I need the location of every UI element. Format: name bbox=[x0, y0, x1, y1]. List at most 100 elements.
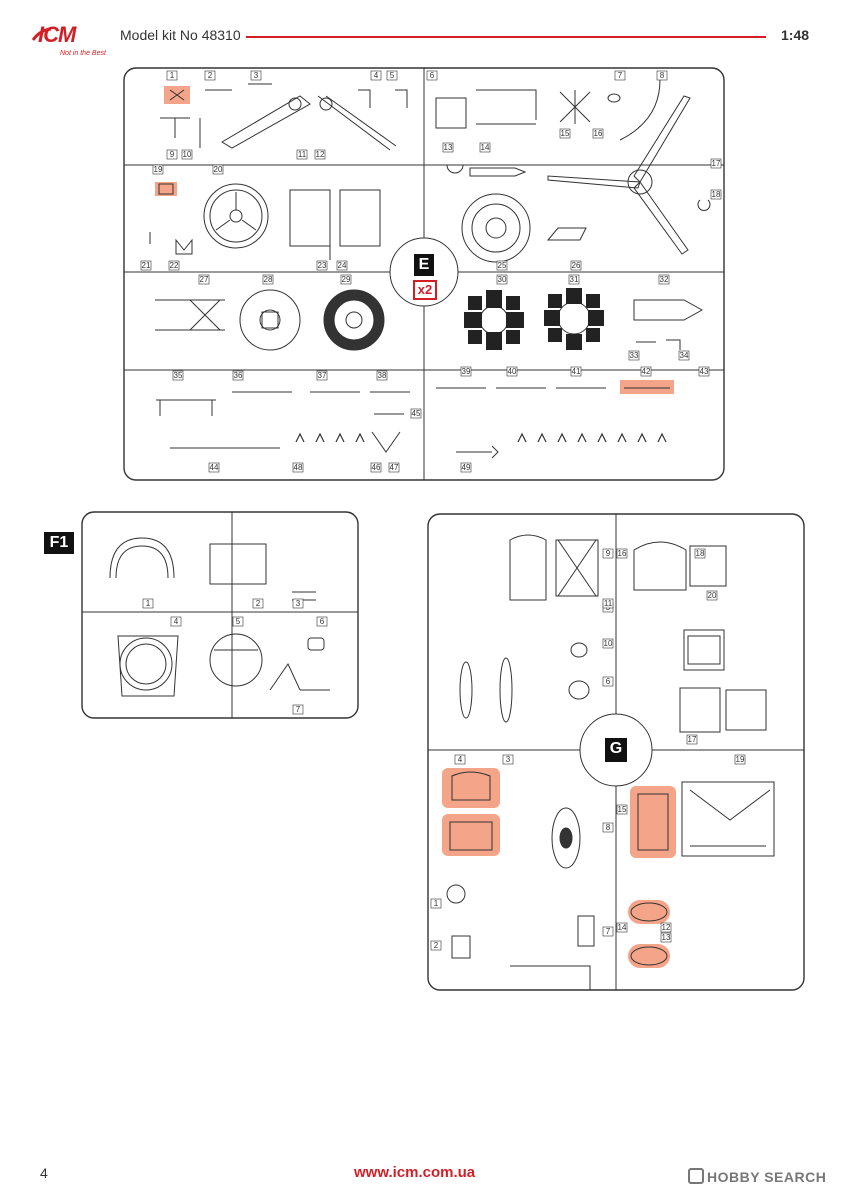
part-number-box bbox=[336, 260, 348, 271]
part-number-box bbox=[232, 370, 244, 381]
sprue-g-part-number: 2 bbox=[434, 941, 439, 950]
part-number-box bbox=[316, 616, 328, 627]
sprue-e-part-number: 37 bbox=[318, 371, 327, 380]
sprue-g-part-number: 19 bbox=[736, 755, 745, 764]
part-number-box bbox=[454, 754, 466, 765]
part-number-box bbox=[316, 260, 328, 271]
part-number-box bbox=[570, 260, 582, 271]
part-number-box bbox=[166, 149, 178, 160]
sprue-g-part-number: 18 bbox=[696, 549, 705, 558]
sprue-g-part-number: 9 bbox=[606, 549, 611, 558]
part-number-box bbox=[656, 70, 668, 81]
sprue-e-part-number: 23 bbox=[318, 261, 327, 270]
part-number-box bbox=[460, 366, 472, 377]
part-number-box bbox=[166, 70, 178, 81]
sprue-e-part-number: 47 bbox=[390, 463, 399, 472]
sprue-e-part-number: 24 bbox=[338, 261, 347, 270]
sprue-e-part-number: 42 bbox=[642, 367, 651, 376]
header-divider bbox=[246, 36, 766, 38]
sprue-e-part-number: 21 bbox=[142, 261, 151, 270]
sprue-f1-part-number: 2 bbox=[256, 599, 261, 608]
sprue-f1-frame bbox=[81, 511, 359, 719]
part-number-box bbox=[734, 754, 746, 765]
sprue-e-part-number: 19 bbox=[154, 165, 163, 174]
sprue-e-part-number: 45 bbox=[412, 409, 421, 418]
sprue-f1-label: F1 bbox=[44, 532, 74, 554]
part-number-box bbox=[570, 366, 582, 377]
part-number-box bbox=[496, 274, 508, 285]
sprue-e-part-number: 34 bbox=[680, 351, 689, 360]
sprue-e-part-number: 27 bbox=[200, 275, 209, 284]
logo-brand: ICM bbox=[38, 22, 76, 47]
part-number-box bbox=[314, 149, 326, 160]
sprue-e-part-number: 18 bbox=[712, 190, 721, 199]
part-number-box bbox=[232, 616, 244, 627]
sprue-f1-parts bbox=[109, 537, 330, 697]
icm-logo: ICM Not in the Best bbox=[32, 22, 116, 68]
part-number-box bbox=[602, 598, 614, 609]
part-number-box bbox=[386, 70, 398, 81]
sprue-e-part-number: 3 bbox=[254, 71, 259, 80]
part-number-box bbox=[152, 164, 164, 175]
sprue-f1-part-number: 4 bbox=[174, 617, 179, 626]
part-number-box bbox=[252, 598, 264, 609]
sprue-f1-part-number: 3 bbox=[296, 599, 301, 608]
logo-tagline: Not in the Best bbox=[60, 50, 106, 57]
part-number-box bbox=[142, 598, 154, 609]
part-number-box bbox=[292, 598, 304, 609]
part-number-box bbox=[602, 926, 614, 937]
sprue-g-part-number: 1 bbox=[434, 899, 439, 908]
sprue-g-part-number: 13 bbox=[662, 933, 671, 942]
page-header: ICM Not in the Best Model kit No 48310 1… bbox=[0, 0, 849, 70]
watermark-text: HOBBY SEARCH bbox=[707, 1169, 827, 1185]
part-number-box bbox=[706, 590, 718, 601]
sprue-e-part-number: 14 bbox=[481, 143, 490, 152]
part-number-box bbox=[602, 822, 614, 833]
part-number-box bbox=[292, 462, 304, 473]
scale-label: 1:48 bbox=[781, 27, 810, 43]
sprue-e-part-number: 22 bbox=[170, 261, 179, 270]
sprue-g-part-number: 15 bbox=[618, 805, 627, 814]
sprue-e-part-number: 44 bbox=[210, 463, 219, 472]
part-number-box bbox=[660, 922, 672, 933]
part-number-box bbox=[710, 189, 722, 200]
sprue-f1-part-number: 5 bbox=[236, 617, 241, 626]
sprue-e-part-number: 13 bbox=[444, 143, 453, 152]
sprue-e-part-number: 11 bbox=[298, 150, 307, 159]
sprue-e-part-number: 41 bbox=[572, 367, 581, 376]
sprue-e-part-number: 29 bbox=[342, 275, 351, 284]
part-number-box bbox=[168, 260, 180, 271]
part-number-box bbox=[204, 70, 216, 81]
footer-url[interactable]: www.icm.com.ua bbox=[354, 1164, 476, 1181]
sprue-e-label: E bbox=[414, 254, 434, 276]
sprue-g-part-number: 8 bbox=[606, 823, 611, 832]
part-number-box bbox=[496, 260, 508, 271]
sprue-e-part-number: 17 bbox=[712, 159, 721, 168]
sprue-f1-part-number: 7 bbox=[296, 705, 301, 714]
part-number-box bbox=[340, 274, 352, 285]
part-number-box bbox=[376, 370, 388, 381]
sprue-e-part-number: 33 bbox=[630, 351, 639, 360]
part-number-box bbox=[616, 548, 628, 559]
part-number-box bbox=[479, 142, 491, 153]
part-number-box bbox=[559, 128, 571, 139]
sprue-g-part-number: 4 bbox=[458, 755, 463, 764]
sprue-e-part-number: 28 bbox=[264, 275, 273, 284]
sprue-e-part-number: 20 bbox=[214, 165, 223, 174]
part-number-box bbox=[678, 350, 690, 361]
sprue-e-part-number: 32 bbox=[660, 275, 669, 284]
sprue-e-quantity-badge: x2 bbox=[413, 280, 437, 300]
part-number-box bbox=[430, 898, 442, 909]
part-number-box bbox=[502, 754, 514, 765]
part-number-box bbox=[710, 158, 722, 169]
sprue-e-part-number: 30 bbox=[498, 275, 507, 284]
part-number-box bbox=[616, 804, 628, 815]
sprue-g-label: G bbox=[605, 738, 627, 762]
part-number-box bbox=[208, 462, 220, 473]
part-number-box bbox=[658, 274, 670, 285]
sprue-e-part-number: 35 bbox=[174, 371, 183, 380]
part-number-box bbox=[460, 462, 472, 473]
sprue-f1-part-number: 6 bbox=[320, 617, 325, 626]
sprue-g-parts bbox=[442, 534, 775, 990]
